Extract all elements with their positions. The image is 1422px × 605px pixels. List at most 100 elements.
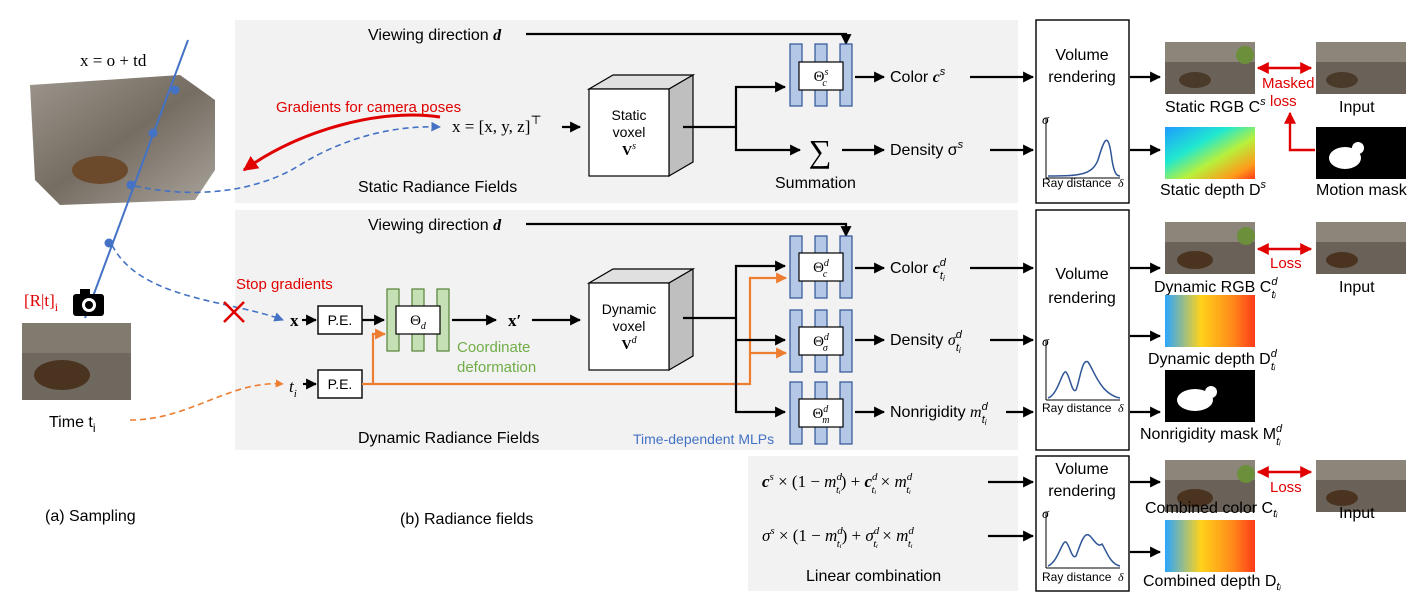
section-a-caption: (a) Sampling: [45, 508, 136, 525]
ray-sample: [148, 128, 158, 138]
section-b-caption: (b) Radiance fields: [400, 511, 533, 528]
input-label-dynamic: Input: [1339, 279, 1375, 296]
sample-to-static-arrow: [134, 121, 441, 194]
time-to-dynamic-arrow: [129, 379, 284, 421]
volume-rendering-static: Volume rendering σ Ray distance δ: [1035, 19, 1130, 204]
bear-shape-frame: [34, 360, 90, 390]
loss-label-combined: Loss: [1270, 479, 1302, 496]
sample-to-dynamic-arrow: [111, 244, 284, 322]
input-label-combined: Input: [1339, 505, 1375, 522]
camera-icon: [73, 289, 104, 316]
gradients-camera-label: Gradients for camera poses: [276, 99, 461, 116]
time-dependent-mlps-label: Time-dependent MLPs: [633, 431, 774, 447]
dynamic-rgb-image: [1165, 222, 1255, 274]
svg-text:Ray distance: Ray distance: [1042, 401, 1112, 415]
svg-text:Volume: Volume: [1055, 266, 1108, 283]
dynamic-fields-label: Dynamic Radiance Fields: [358, 430, 539, 447]
static-rgb-label: Static RGB Cs: [1165, 96, 1266, 116]
linear-combination-label: Linear combination: [806, 568, 941, 585]
svg-text:voxel: voxel: [613, 124, 646, 140]
svg-text:deformation: deformation: [457, 359, 536, 376]
combined-depth-label: Combined depth Dtᵢ: [1143, 573, 1281, 593]
static-color-output: Color cs: [890, 66, 946, 86]
dynamic-x: x: [290, 311, 299, 330]
dynamic-voxel: Dynamic voxel Vd: [586, 267, 696, 372]
static-depth-image: [1165, 127, 1255, 179]
masked-loss-label: Masked: [1262, 75, 1315, 92]
deformation-mlp: Θd: [386, 288, 450, 352]
static-density-output: Density σs: [890, 139, 964, 159]
sampling-section: x = o + td [R|t]i Time ti (a) Sampling: [22, 39, 215, 525]
motion-mask-label: Motion mask: [1316, 182, 1408, 199]
combined-color-label: Combined color Ctᵢ: [1145, 500, 1278, 520]
view-dir-arrow-static: [526, 32, 852, 46]
camera-pose: [R|t]i: [24, 291, 59, 314]
motion-mask-image: [1316, 127, 1406, 179]
voxel-to-sum: [734, 127, 802, 156]
ray-equation: x = o + td: [80, 51, 147, 70]
volume-rendering-combined: Volume rendering σ Ray distance δ: [1035, 455, 1130, 592]
input-image-combined: [1316, 460, 1406, 512]
summation-label: Summation: [775, 175, 856, 192]
svg-text:P.E.: P.E.: [328, 312, 353, 328]
motion-mask-to-loss: [1284, 111, 1315, 152]
svg-text:Vd: Vd: [621, 335, 637, 353]
nonrigidity-mask-image: [1165, 370, 1255, 422]
combined-depth-image: [1165, 520, 1255, 572]
static-fields-label: Static Radiance Fields: [358, 179, 517, 196]
svg-text:σ: σ: [1042, 113, 1050, 128]
svg-text:Ray distance: Ray distance: [1042, 570, 1112, 584]
svg-text:Θdc: Θdc: [813, 258, 830, 280]
dynamic-depth-image: [1165, 295, 1255, 347]
svg-text:rendering: rendering: [1048, 69, 1116, 86]
gradient-arrow: [242, 113, 441, 172]
ray-sample: [126, 180, 136, 190]
static-voxel: Static voxel Vs: [586, 73, 696, 178]
svg-text:Ray distance: Ray distance: [1042, 176, 1112, 190]
input-image-static: [1316, 42, 1406, 94]
view-dir-arrow-dynamic: [526, 222, 852, 238]
svg-text:δ: δ: [1118, 176, 1124, 190]
time-encoding-to-deform: [362, 328, 387, 386]
viewing-direction-static: Viewing direction d: [368, 27, 502, 44]
svg-text:Vs: Vs: [622, 141, 636, 159]
stop-gradient-icon: [223, 301, 245, 323]
svg-text:P.E.: P.E.: [328, 376, 353, 392]
svg-text:loss: loss: [1270, 93, 1297, 110]
point-cloud: [30, 75, 215, 205]
svg-text:δ: δ: [1118, 570, 1124, 584]
static-depth-label: Static depth Ds: [1160, 179, 1267, 199]
deformed-x: x′: [508, 311, 521, 330]
loss-label-dynamic: Loss: [1270, 255, 1302, 272]
time-encoding-to-mlps: [373, 272, 788, 386]
combination-panel: [748, 456, 1018, 591]
svg-text:Θdm: Θdm: [812, 404, 829, 426]
combined-color-image: [1165, 460, 1255, 512]
camera-ray: [84, 39, 189, 319]
static-rgb-image: [1165, 42, 1255, 94]
pe-box-x: [317, 305, 363, 335]
static-x-definition: x = [x, y, z]⊤: [452, 113, 542, 136]
svg-text:σ: σ: [1042, 507, 1050, 522]
input-image-dynamic: [1316, 222, 1406, 274]
coordinate-deformation-label: Coordinate: [457, 339, 530, 356]
svg-text:Θdσ: Θdσ: [813, 332, 830, 354]
svg-text:Static: Static: [611, 107, 646, 123]
viewing-direction-dynamic: Viewing direction d: [368, 217, 502, 234]
svg-text:Dynamic: Dynamic: [602, 301, 656, 317]
summation-symbol: ∑: [809, 133, 832, 169]
svg-text:σ: σ: [1042, 335, 1050, 350]
bear-shape-cloud: [72, 156, 128, 184]
svg-text:Volume: Volume: [1055, 47, 1108, 64]
voxel-branch-static: [683, 81, 787, 129]
